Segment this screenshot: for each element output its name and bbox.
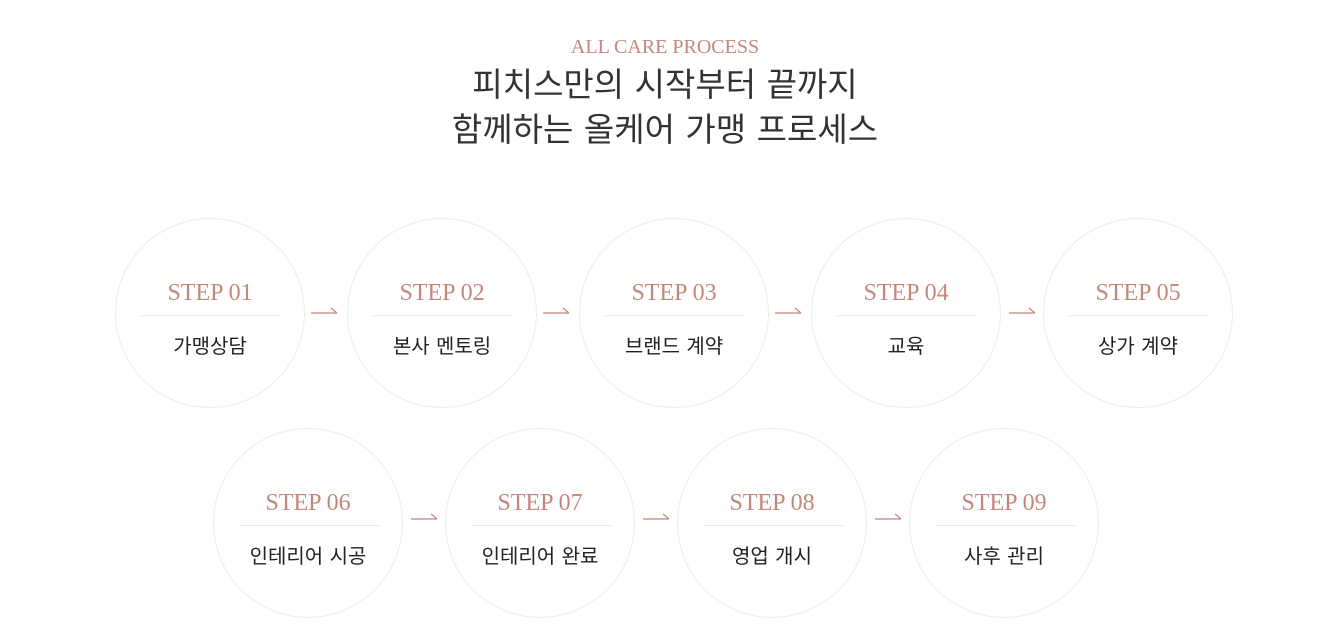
arrow-right-icon xyxy=(1009,307,1037,319)
step-06: STEP 06 인테리어 시공 xyxy=(213,428,403,618)
section-title-line-1: 피치스만의 시작부터 끝까지 xyxy=(472,65,858,104)
step-09: STEP 09 사후 관리 xyxy=(909,428,1099,618)
step-number: STEP 05 xyxy=(1095,280,1181,306)
arrow-right-icon xyxy=(875,513,903,525)
step-number: STEP 02 xyxy=(399,280,485,306)
step-05: STEP 05 상가 계약 xyxy=(1043,218,1233,408)
step-title: 인테리어 완료 xyxy=(481,544,599,568)
step-divider xyxy=(141,315,281,316)
arrow-right-icon xyxy=(311,307,339,319)
step-number: STEP 09 xyxy=(961,490,1047,516)
step-02: STEP 02 본사 멘토링 xyxy=(347,218,537,408)
step-04: STEP 04 교육 xyxy=(811,218,1001,408)
step-divider xyxy=(471,525,611,526)
step-title: 상가 계약 xyxy=(1098,334,1178,358)
step-divider xyxy=(1069,315,1209,316)
arrow-right-icon xyxy=(643,513,671,525)
step-divider xyxy=(837,315,977,316)
step-title: 브랜드 계약 xyxy=(624,334,724,358)
step-number: STEP 01 xyxy=(167,280,253,306)
arrow-right-icon xyxy=(543,307,571,319)
step-divider xyxy=(935,525,1075,526)
step-divider xyxy=(239,525,379,526)
step-number: STEP 08 xyxy=(729,490,815,516)
section-title-line-2: 함께하는 올케어 가맹 프로세스 xyxy=(451,110,879,149)
step-title: 가맹상담 xyxy=(173,334,247,358)
step-title: 교육 xyxy=(887,334,925,358)
step-07: STEP 07 인테리어 완료 xyxy=(445,428,635,618)
step-divider xyxy=(703,525,843,526)
step-title: 본사 멘토링 xyxy=(392,334,492,358)
section-title: 피치스만의 시작부터 끝까지 함께하는 올케어 가맹 프로세스 xyxy=(0,62,1330,152)
step-title: 인테리어 시공 xyxy=(249,544,367,568)
step-number: STEP 06 xyxy=(265,490,351,516)
step-01: STEP 01 가맹상담 xyxy=(115,218,305,408)
step-number: STEP 04 xyxy=(863,280,949,306)
step-number: STEP 07 xyxy=(497,490,583,516)
step-divider xyxy=(373,315,513,316)
section-eyebrow: ALL CARE PROCESS xyxy=(570,36,760,58)
step-title: 영업 개시 xyxy=(732,544,812,568)
step-divider xyxy=(605,315,745,316)
step-title: 사후 관리 xyxy=(964,544,1044,568)
arrow-right-icon xyxy=(775,307,803,319)
step-08: STEP 08 영업 개시 xyxy=(677,428,867,618)
step-03: STEP 03 브랜드 계약 xyxy=(579,218,769,408)
arrow-right-icon xyxy=(411,513,439,525)
step-number: STEP 03 xyxy=(631,280,717,306)
